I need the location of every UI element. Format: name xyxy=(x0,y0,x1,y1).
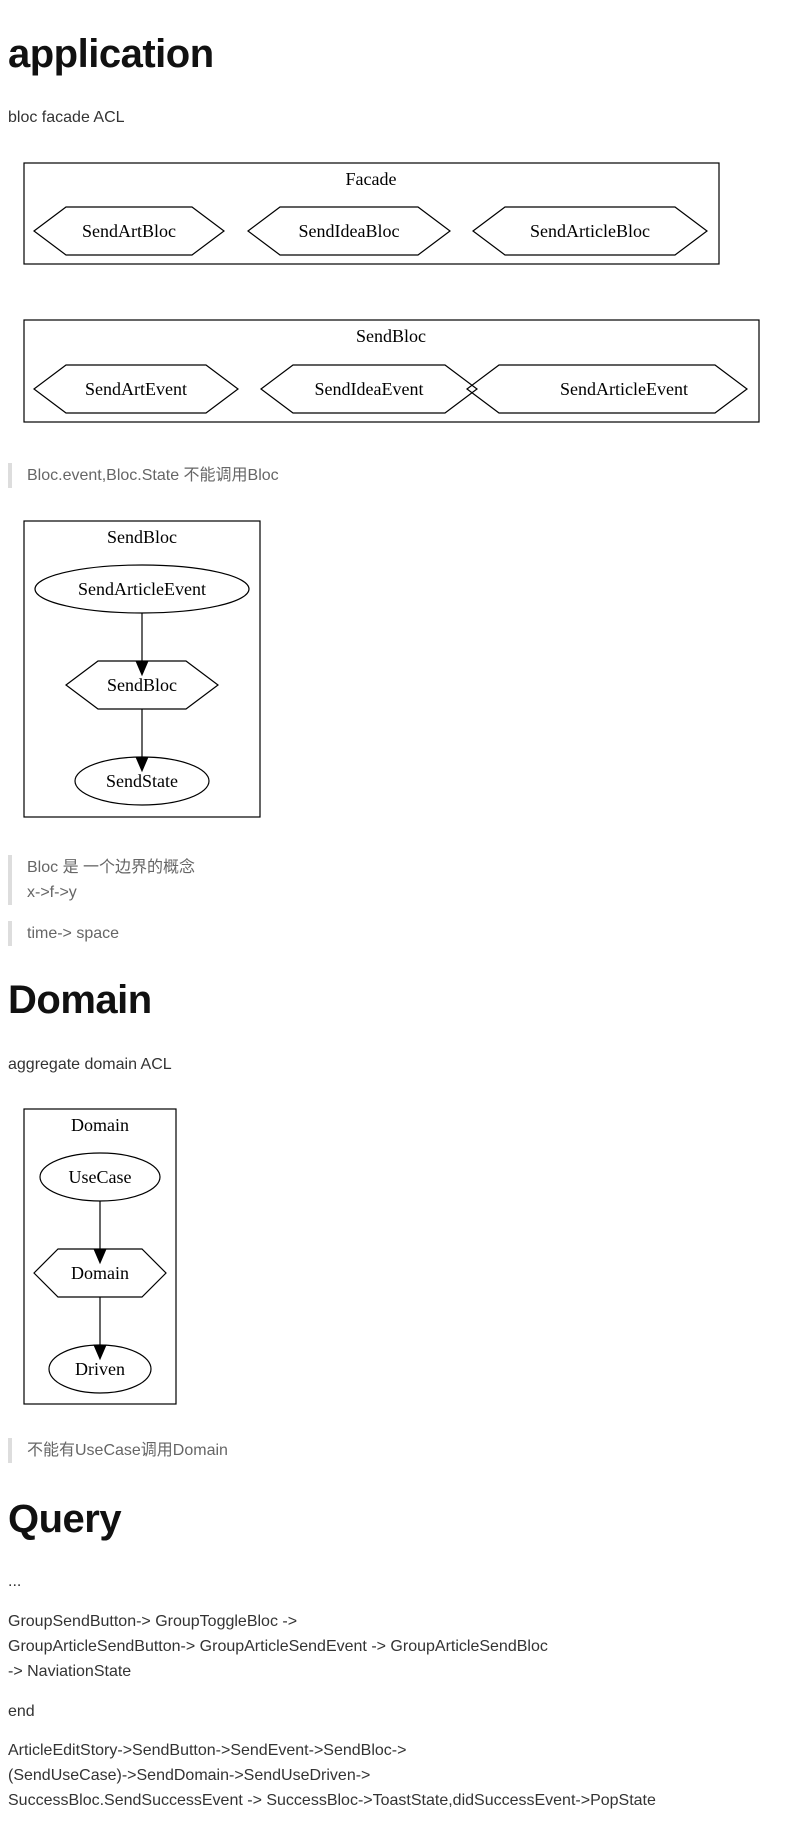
facade-node-hexagon xyxy=(247,206,451,256)
domain-bottom-label: Driven xyxy=(75,1359,125,1379)
query-flow-line: (SendUseCase)->SendDomain->SendUseDriven… xyxy=(8,1767,371,1784)
query-flow-2: ArticleEditStory->SendButton->SendEvent-… xyxy=(8,1738,656,1813)
facade-cluster-box xyxy=(23,162,720,265)
query-flow-line: ArticleEditStory->SendButton->SendEvent-… xyxy=(8,1742,407,1759)
query-end: end xyxy=(8,1703,35,1720)
facade-node-label: SendArticleBloc xyxy=(530,221,650,241)
flow-top-label: SendArticleEvent xyxy=(78,579,206,599)
domain-diagram: Domain UseCase Domain Driven xyxy=(23,1108,177,1405)
query-flow-line: SuccessBloc.SendSuccessEvent -> SuccessB… xyxy=(8,1792,656,1809)
blockquote-usecase-rule: 不能有UseCase调用Domain xyxy=(8,1438,228,1463)
blockquote-text: 不能有UseCase调用Domain xyxy=(27,1442,228,1459)
flow-bottom-label: SendState xyxy=(106,771,178,791)
domain-cluster-box xyxy=(23,1108,177,1405)
facade-node-hexagon xyxy=(472,206,708,256)
flow-arrowhead xyxy=(135,660,149,677)
flow-cluster-box xyxy=(23,520,261,818)
facade-node-label: SendArtBloc xyxy=(82,221,176,241)
sendbloc-event-hexagon xyxy=(466,364,748,414)
blockquote-text: time-> space xyxy=(27,925,120,942)
domain-arrowhead xyxy=(93,1248,107,1265)
query-flow-line: -> NaviationState xyxy=(8,1663,132,1680)
section-heading-application: application xyxy=(8,32,214,76)
blockquote-time-space: time-> space xyxy=(8,921,119,946)
sendbloc-flow-diagram: SendBloc SendArticleEvent SendBloc SendS… xyxy=(23,520,261,818)
sendbloc-event-label: SendArticleEvent xyxy=(560,379,688,399)
blockquote-bloc-boundary: Bloc 是 一个边界的概念 x->f->y xyxy=(8,855,195,905)
blockquote-text: Bloc.event,Bloc.State 不能调用Bloc xyxy=(27,467,279,484)
facade-diagram: Facade SendArtBloc SendIdeaBloc SendArti… xyxy=(23,162,720,265)
sendbloc-cluster-box xyxy=(23,319,760,423)
sendbloc-event-hexagon xyxy=(33,364,239,414)
sendbloc-event-hexagon xyxy=(260,364,478,414)
domain-cluster-label: Domain xyxy=(71,1115,129,1135)
domain-bottom-ellipse xyxy=(48,1344,152,1394)
query-ellipsis: ... xyxy=(8,1573,22,1590)
flow-bottom-ellipse xyxy=(74,756,210,806)
sendbloc-event-label: SendArtEvent xyxy=(85,379,187,399)
facade-node-hexagon xyxy=(33,206,225,256)
blockquote-bloc-rule: Bloc.event,Bloc.State 不能调用Bloc xyxy=(8,463,279,488)
flow-middle-label: SendBloc xyxy=(107,675,177,695)
blockquote-line: Bloc 是 一个边界的概念 xyxy=(27,859,196,876)
flow-arrowhead xyxy=(135,756,149,773)
blockquote-line: x->f->y xyxy=(27,884,77,901)
section-heading-query: Query xyxy=(8,1497,122,1541)
query-flow-line: GroupArticleSendButton-> GroupArticleSen… xyxy=(8,1638,548,1655)
query-flow-line: GroupSendButton-> GroupToggleBloc -> xyxy=(8,1613,298,1630)
query-flow-1: GroupSendButton-> GroupToggleBloc -> Gro… xyxy=(8,1609,548,1684)
domain-intro: aggregate domain ACL xyxy=(8,1056,172,1073)
sendbloc-events-diagram: SendBloc SendArtEvent SendIdeaEvent Send… xyxy=(23,319,760,423)
domain-top-label: UseCase xyxy=(69,1167,132,1187)
flow-cluster-label: SendBloc xyxy=(107,527,177,547)
facade-cluster-label: Facade xyxy=(346,169,397,189)
domain-middle-hexagon xyxy=(33,1248,167,1298)
flow-middle-hexagon xyxy=(65,660,219,710)
facade-node-label: SendIdeaBloc xyxy=(299,221,400,241)
sendbloc-cluster-label: SendBloc xyxy=(356,326,426,346)
sendbloc-event-label: SendIdeaEvent xyxy=(315,379,424,399)
domain-middle-label: Domain xyxy=(71,1263,129,1283)
application-intro: bloc facade ACL xyxy=(8,109,125,126)
section-heading-domain: Domain xyxy=(8,978,152,1022)
domain-arrowhead xyxy=(93,1344,107,1361)
